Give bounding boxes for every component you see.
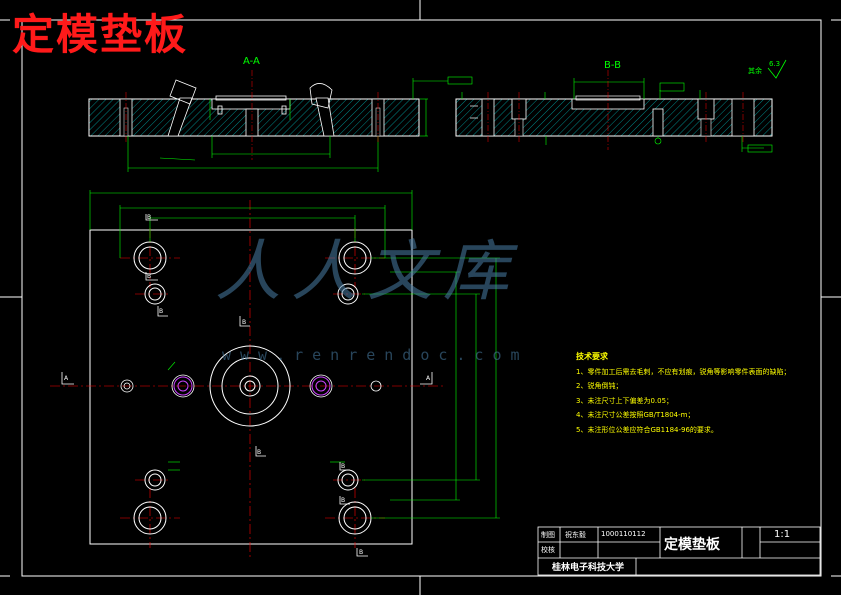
cut-marker-b-6: B bbox=[341, 463, 345, 470]
cut-marker-b-2: B bbox=[147, 273, 151, 280]
cut-marker-a-right: A bbox=[426, 375, 431, 382]
section-view-a-a: A-A bbox=[88, 56, 473, 172]
title-block-school: 桂林电子科技大学 bbox=[552, 563, 625, 573]
tech-req-item-4: 4、未注尺寸公差按照GB/T1804-m； bbox=[576, 411, 695, 420]
title-block-student-id: 1000110112 bbox=[601, 530, 646, 538]
cut-marker-b-5: B bbox=[257, 449, 261, 456]
title-block-drawer: 祝东毅 bbox=[565, 531, 586, 539]
plate-outline bbox=[89, 229, 413, 545]
section-markers bbox=[61, 214, 433, 557]
roughness-prefix: 其余 bbox=[748, 66, 762, 75]
title-block-frame bbox=[537, 526, 821, 576]
cut-marker-a-left: A bbox=[64, 375, 69, 382]
sprue-bushing-hole bbox=[209, 345, 291, 427]
tech-req-item-3: 3、未注尺寸上下偏差为0.05； bbox=[576, 396, 674, 405]
cut-marker-b-1: B bbox=[147, 214, 151, 221]
tech-req-item-1: 1、零件加工后需去毛刺，不应有划痕，锐角等影响零件表面的缺陷； bbox=[576, 367, 791, 376]
cut-marker-b-7: B bbox=[341, 497, 345, 504]
section-b-b-body bbox=[455, 98, 773, 137]
section-a-a-label: A-A bbox=[243, 56, 260, 67]
title-block-part-name: 定模垫板 bbox=[664, 537, 720, 553]
cut-marker-b-8: B bbox=[359, 549, 363, 556]
technical-requirements-heading: 技术要求 bbox=[576, 352, 608, 361]
drawing-title-overlay: 定模垫板 bbox=[12, 10, 189, 59]
tech-req-item-5: 5、未注形位公差应符合GB1184-96的要求。 bbox=[576, 425, 718, 434]
section-view-b-b: B-B bbox=[455, 60, 773, 153]
watermark-url: www.renrendoc.com bbox=[222, 346, 529, 364]
title-block-check-label: 校核 bbox=[541, 546, 555, 554]
title-block-scale: 1:1 bbox=[774, 529, 791, 540]
plan-view: B B B B B B B B A A bbox=[50, 190, 500, 560]
technical-requirements: 技术要求 1、零件加工后需去毛刺，不应有划痕，锐角等影响零件表面的缺陷； 2、锐… bbox=[576, 350, 790, 438]
section-b-b-label: B-B bbox=[604, 60, 621, 71]
tech-req-item-2: 2、锐角倒钝； bbox=[576, 382, 623, 391]
surface-roughness-symbol: 其余 6.3 bbox=[748, 59, 787, 79]
title-block-drawn-label: 制图 bbox=[541, 531, 555, 539]
roughness-value: 6.3 bbox=[769, 60, 780, 68]
watermark-text: 人人文库 bbox=[215, 233, 519, 310]
cut-marker-b-4: B bbox=[242, 319, 246, 326]
cut-marker-b-3: B bbox=[159, 308, 163, 315]
